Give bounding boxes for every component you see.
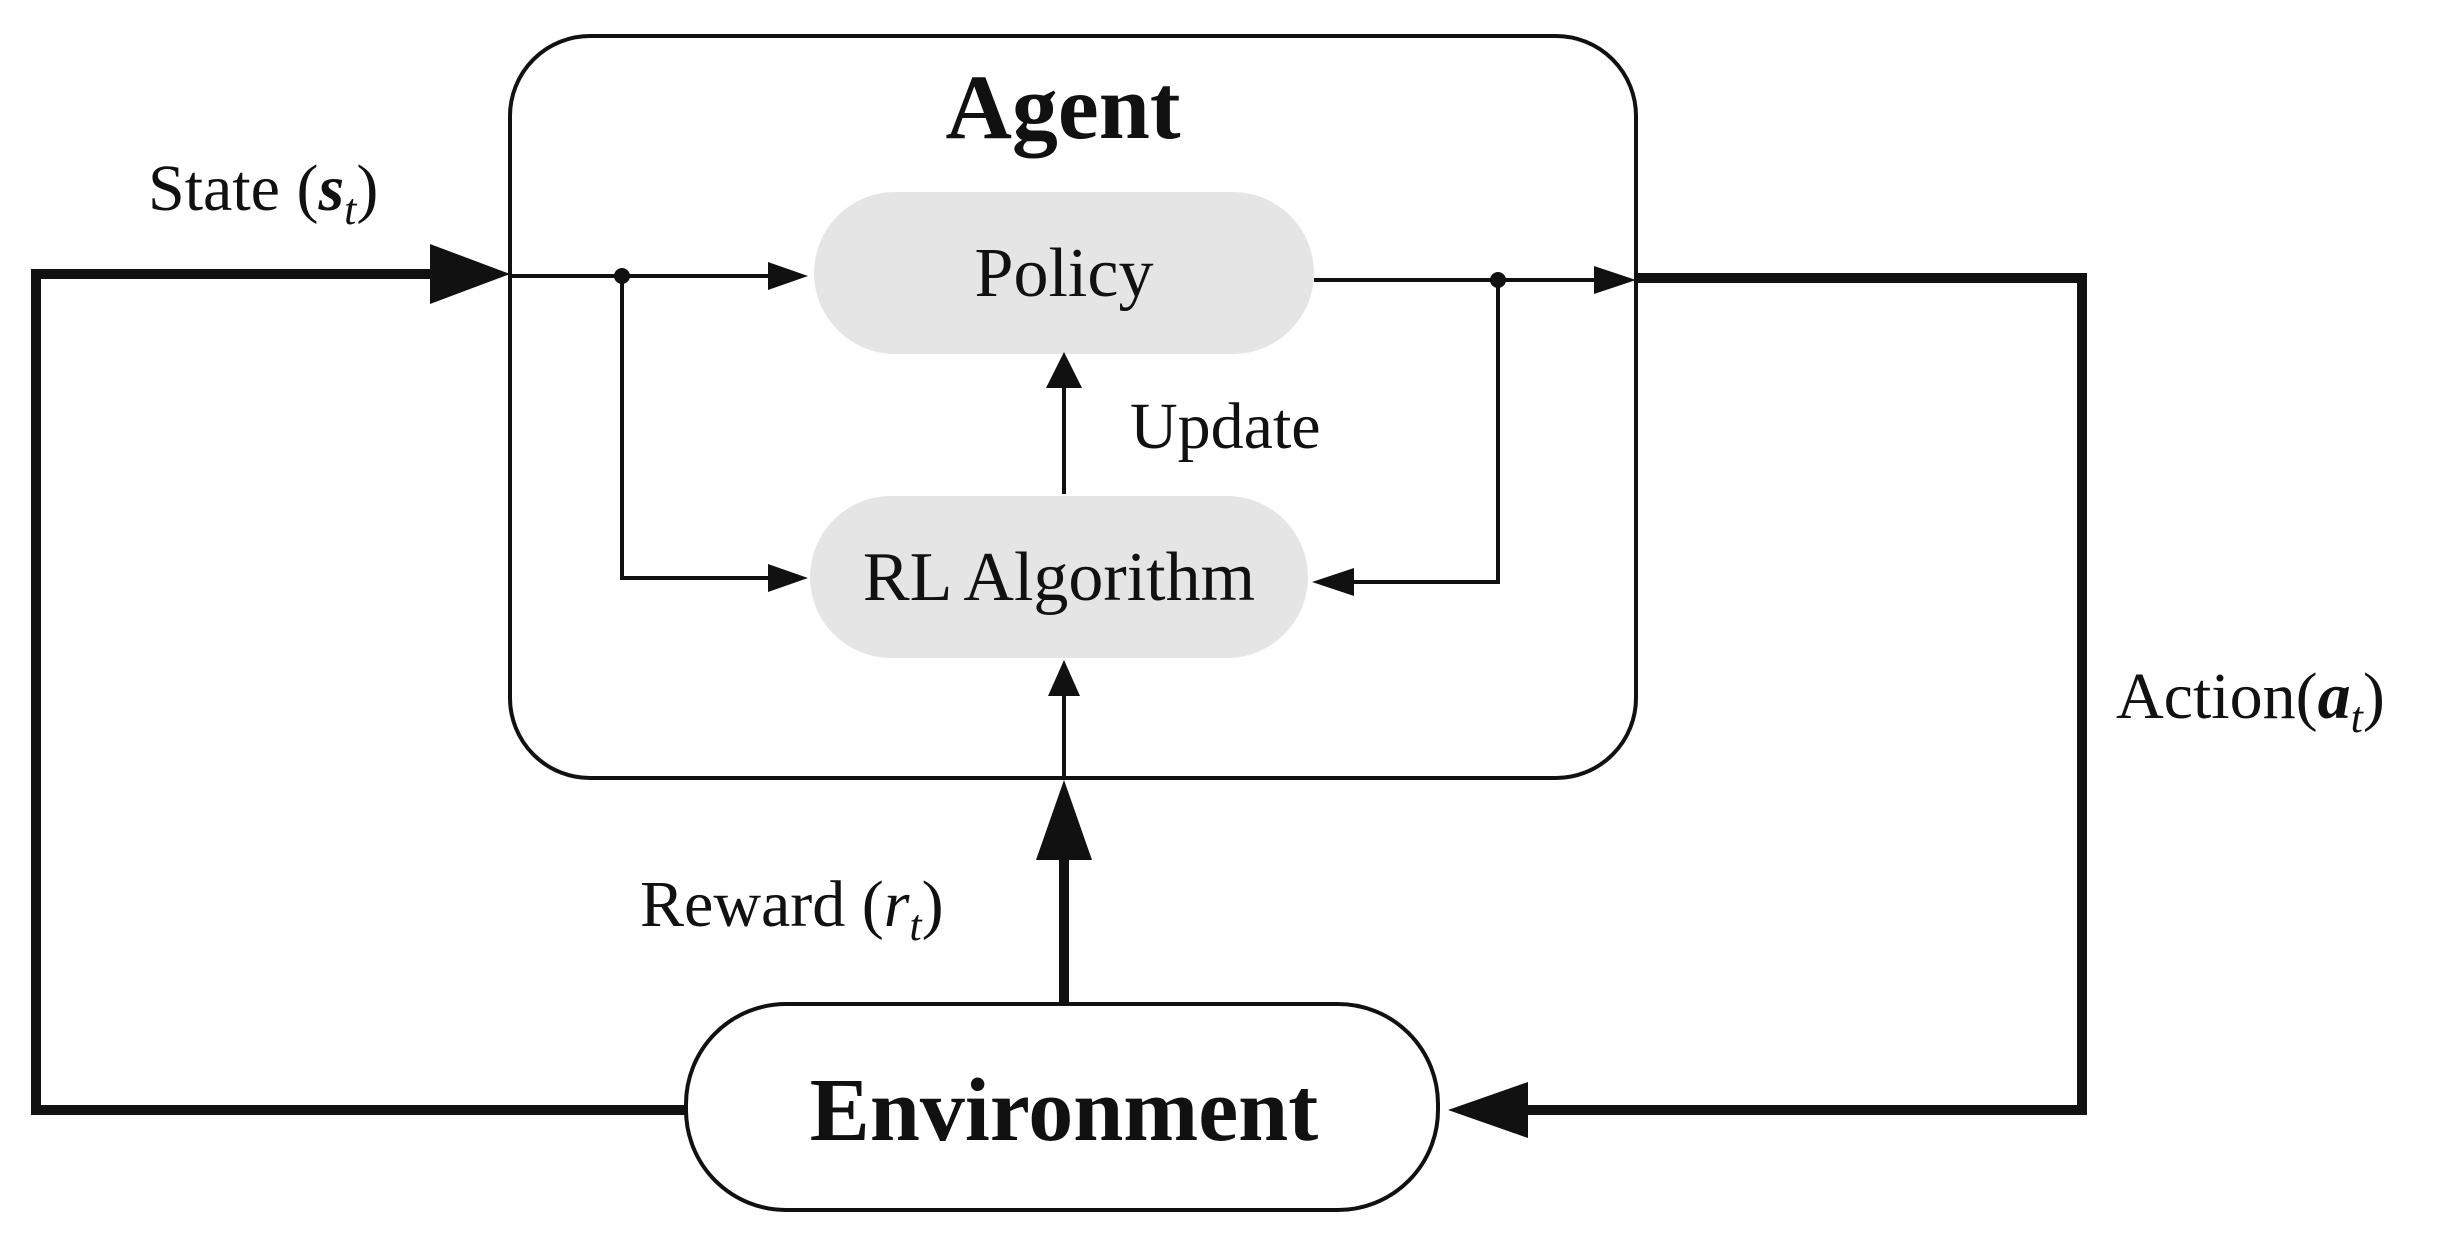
action-arrowhead: [1448, 1082, 1528, 1138]
update-arrowhead: [1046, 352, 1082, 388]
policy-output-arrowhead: [1594, 266, 1636, 294]
reward-label: Reward (rt): [640, 868, 944, 950]
action-to-algorithm-line: [1348, 280, 1500, 584]
action-label: Action(at): [2116, 660, 2385, 742]
algorithm-state-arrowhead: [768, 564, 808, 592]
agent-box: [508, 34, 1638, 780]
policy-label: Policy: [975, 235, 1154, 312]
algorithm-action-arrowhead: [1312, 568, 1354, 596]
update-label: Update: [1130, 390, 1321, 463]
action-loop-line: [1500, 273, 2087, 1115]
state-loop-line: [31, 269, 686, 1115]
state-arrowhead: [430, 244, 510, 304]
state-label: State (st): [148, 152, 378, 234]
agent-title: Agent: [945, 56, 1180, 158]
policy-node: [814, 192, 1314, 354]
environment-node: [684, 1002, 1440, 1212]
reward-arrowhead: [1036, 780, 1092, 860]
algorithm-reward-arrowhead: [1048, 660, 1080, 696]
environment-title: Environment: [810, 1061, 1318, 1160]
state-to-algorithm-line: [620, 276, 784, 580]
rl-algorithm-label: RL Algorithm: [863, 539, 1255, 616]
rl-algorithm-node: [810, 496, 1308, 658]
policy-input-arrowhead: [768, 262, 808, 290]
